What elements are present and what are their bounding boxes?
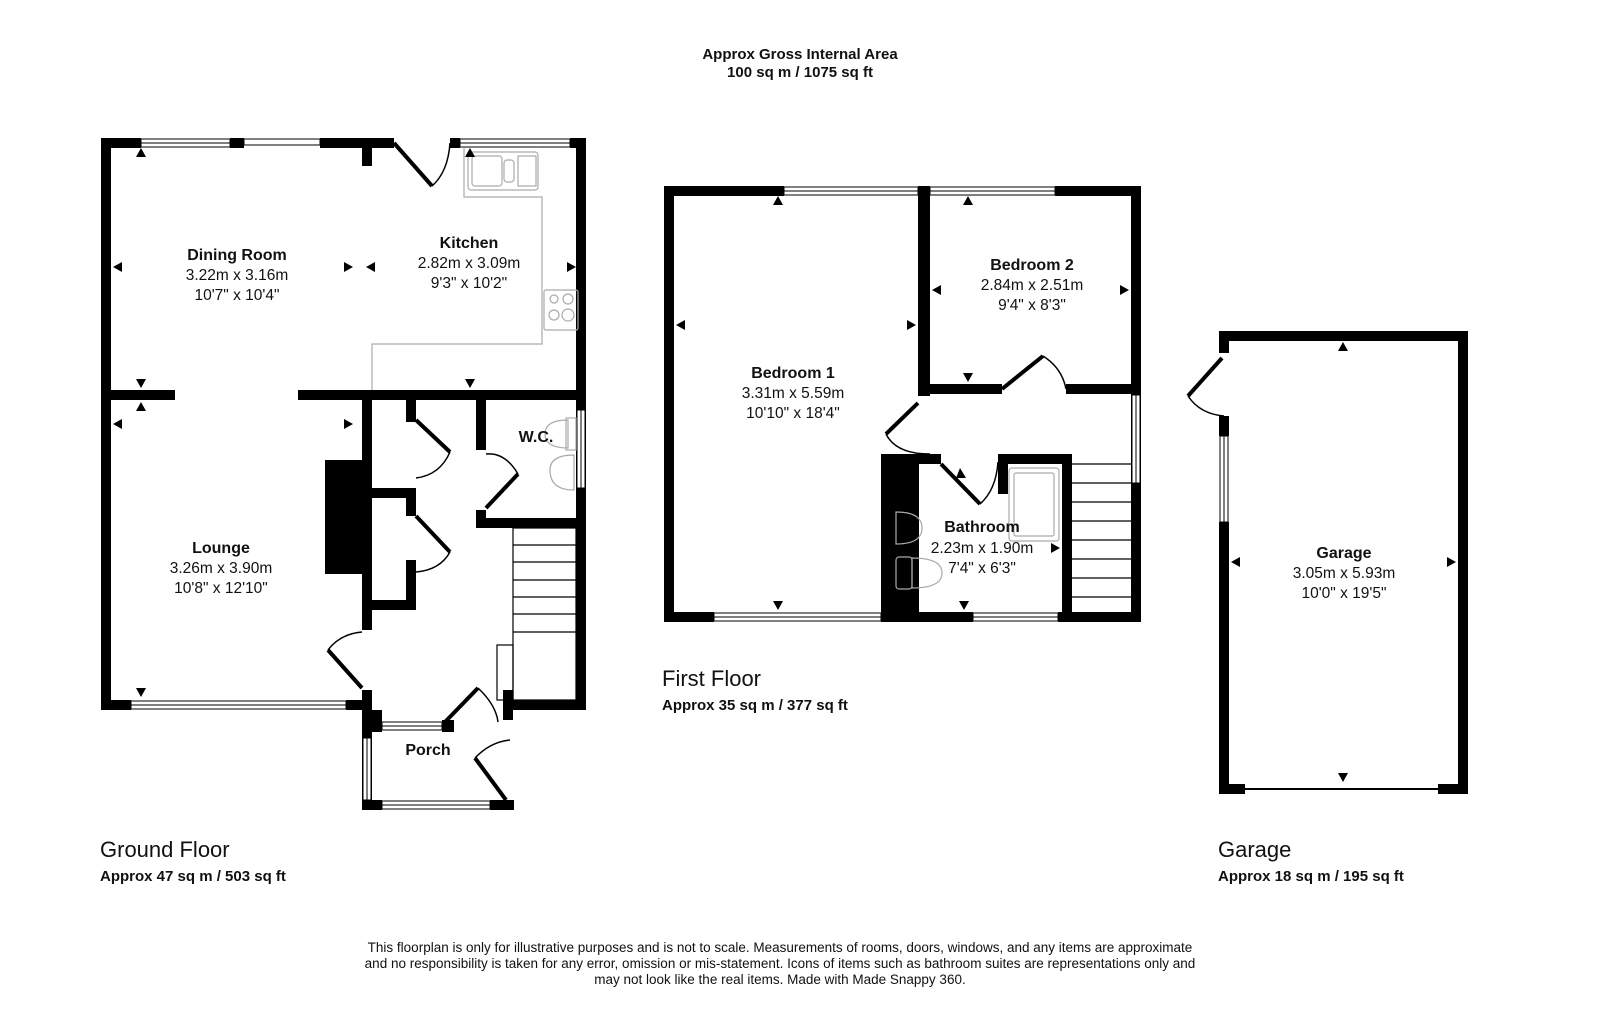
garage-area: Approx 18 sq m / 195 sq ft (1218, 868, 1404, 885)
ground-measure-arrows (113, 148, 576, 697)
ground-doors (326, 141, 520, 802)
room-kitchen: Kitchen 2.82m x 3.09m 9'3" x 10'2" (418, 235, 521, 292)
first-floor-label: First Floor (662, 666, 761, 691)
room-dim-metric: 3.31m x 5.59m (742, 385, 845, 402)
room-dim-metric: 3.22m x 3.16m (186, 267, 289, 284)
room-dim-imperial: 7'4" x 6'3" (948, 560, 1016, 577)
kitchen-fixtures (371, 148, 579, 390)
room-dim-metric: 2.23m x 1.90m (931, 540, 1034, 557)
garage-measure-arrows (1231, 342, 1456, 782)
room-dim-imperial: 10'10" x 18'4" (746, 405, 840, 422)
garage-door (1186, 356, 1225, 417)
disclaimer-line-1: This floorplan is only for illustrative … (367, 940, 1193, 955)
room-dim-imperial: 9'3" x 10'2" (431, 275, 507, 292)
room-dim-imperial: 10'7" x 10'4" (194, 287, 279, 304)
room-dining: Dining Room 3.22m x 3.16m 10'7" x 10'4" (186, 247, 289, 304)
room-name: Bedroom 1 (751, 365, 835, 382)
ground-floor-plan (101, 138, 586, 810)
room-name: Garage (1316, 545, 1371, 562)
room-name: Bedroom 2 (990, 257, 1074, 274)
room-dim-metric: 2.82m x 3.09m (418, 255, 521, 272)
gross-area-heading: Approx Gross Internal Area (702, 46, 898, 63)
first-stairs (1072, 463, 1131, 598)
first-windows (713, 186, 1141, 622)
bathroom-fixtures (895, 467, 1060, 590)
room-name: Porch (405, 742, 450, 759)
room-dim-metric: 3.26m x 3.90m (170, 560, 273, 577)
ground-stairs (496, 527, 577, 701)
room-name: Bathroom (944, 519, 1020, 536)
garage-window (1219, 435, 1438, 790)
room-dim-metric: 2.84m x 2.51m (981, 277, 1084, 294)
room-porch: Porch (405, 742, 450, 759)
room-dim-imperial: 9'4" x 8'3" (998, 297, 1066, 314)
gross-area-value: 100 sq m / 1075 sq ft (727, 64, 873, 81)
first-measure-arrows (676, 196, 1129, 610)
room-dim-imperial: 10'8" x 12'10" (174, 580, 268, 597)
room-dim-imperial: 10'0" x 19'5" (1301, 585, 1386, 602)
garage-label: Garage (1218, 837, 1292, 862)
ground-floor-label: Ground Floor (100, 837, 230, 862)
ground-floor-area: Approx 47 sq m / 503 sq ft (100, 868, 286, 885)
room-bedroom-1: Bedroom 1 3.31m x 5.59m 10'10" x 18'4" (742, 365, 845, 422)
garage-plan (1219, 331, 1468, 794)
room-dim-metric: 3.05m x 5.93m (1293, 565, 1396, 582)
wc-fixtures (544, 417, 577, 491)
disclaimer-line-3: may not look like the real items. Made w… (594, 972, 966, 987)
ground-windows (130, 138, 586, 810)
room-wc: W.C. (519, 429, 554, 446)
disclaimer: This floorplan is only for illustrative … (300, 940, 1260, 988)
room-name: Kitchen (440, 235, 499, 252)
room-bathroom: Bathroom 2.23m x 1.90m 7'4" x 6'3" (931, 519, 1034, 577)
disclaimer-line-2: and no responsibility is taken for any e… (364, 956, 1196, 971)
room-lounge: Lounge 3.26m x 3.90m 10'8" x 12'10" (170, 540, 273, 597)
room-name: W.C. (519, 429, 554, 446)
room-name: Dining Room (187, 247, 287, 264)
room-bedroom-2: Bedroom 2 2.84m x 2.51m 9'4" x 8'3" (981, 257, 1084, 314)
first-doors (884, 354, 1067, 506)
room-name: Lounge (192, 540, 250, 557)
gross-internal-area-title: Approx Gross Internal Area 100 sq m / 10… (0, 46, 1600, 82)
room-garage: Garage 3.05m x 5.93m 10'0" x 19'5" (1293, 545, 1396, 602)
first-floor-area: Approx 35 sq m / 377 sq ft (662, 697, 848, 714)
